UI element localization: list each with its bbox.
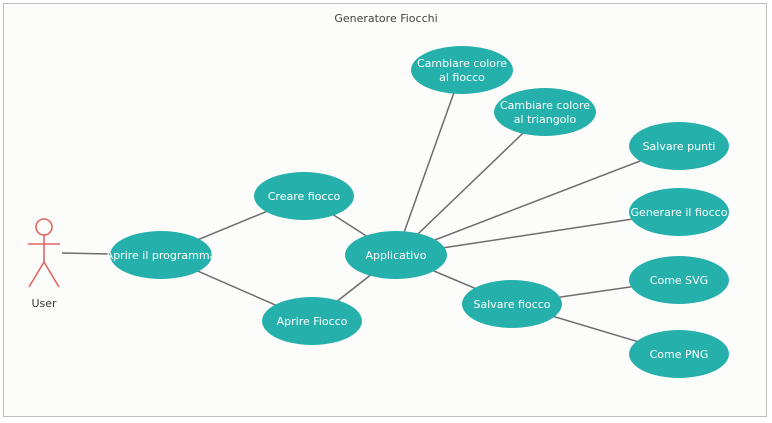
actor-head bbox=[35, 218, 53, 236]
use-case-ellipse bbox=[494, 88, 596, 136]
use-case-come-svg: Come SVG bbox=[629, 256, 729, 304]
use-case-salvare-fiocco: Salvare fiocco bbox=[462, 280, 562, 328]
use-case-label: Aprire il programma bbox=[106, 249, 217, 262]
use-case-label: Applicativo bbox=[366, 249, 427, 262]
use-case-ellipse bbox=[254, 172, 354, 220]
use-case-ellipse bbox=[110, 231, 212, 279]
diagram-title: Generatore Fiocchi bbox=[334, 12, 438, 25]
use-case-creare-fiocco: Creare fiocco bbox=[254, 172, 354, 220]
use-case-ellipse bbox=[345, 231, 447, 279]
user-actor: User bbox=[28, 218, 60, 310]
use-case-aprire-fiocco: Aprire Fiocco bbox=[262, 297, 362, 345]
edge-applicativo-to-cambiare-colore-triangolo bbox=[395, 111, 546, 256]
edge-applicativo-to-cambiare-colore-fiocco bbox=[395, 69, 463, 256]
use-case-label: Salvare fiocco bbox=[473, 298, 550, 311]
use-case-generare-fiocco: Generare il fiocco bbox=[629, 188, 729, 236]
actor-right-leg bbox=[43, 261, 60, 288]
use-case-label: Cambiare colore bbox=[500, 99, 590, 112]
use-case-salvare-punti: Salvare punti bbox=[629, 122, 729, 170]
use-case-label: Salvare punti bbox=[643, 140, 716, 153]
use-case-label: Aprire Fiocco bbox=[277, 315, 348, 328]
use-case-label: Cambiare colore bbox=[417, 57, 507, 70]
use-case-aprire-programma: Aprire il programma bbox=[106, 231, 217, 279]
use-case-ellipse bbox=[411, 46, 513, 94]
use-case-label: Generare il fiocco bbox=[631, 206, 728, 219]
use-case-ellipse bbox=[629, 188, 729, 236]
use-case-ellipse bbox=[462, 280, 562, 328]
use-case-label: Come PNG bbox=[650, 348, 709, 361]
use-case-label: al triangolo bbox=[514, 113, 577, 126]
use-case-ellipse bbox=[629, 256, 729, 304]
use-case-ellipse bbox=[629, 122, 729, 170]
use-case-applicativo: Applicativo bbox=[345, 231, 447, 279]
use-case-label: al fiocco bbox=[439, 71, 485, 84]
use-case-come-png: Come PNG bbox=[629, 330, 729, 378]
use-case-ellipse bbox=[629, 330, 729, 378]
actor-label: User bbox=[31, 297, 57, 310]
use-case-ellipse bbox=[262, 297, 362, 345]
use-case-label: Come SVG bbox=[650, 274, 708, 287]
actor-left-leg bbox=[28, 261, 45, 288]
edge-applicativo-to-salvare-punti bbox=[395, 145, 680, 256]
use-case-label: Creare fiocco bbox=[268, 190, 341, 203]
